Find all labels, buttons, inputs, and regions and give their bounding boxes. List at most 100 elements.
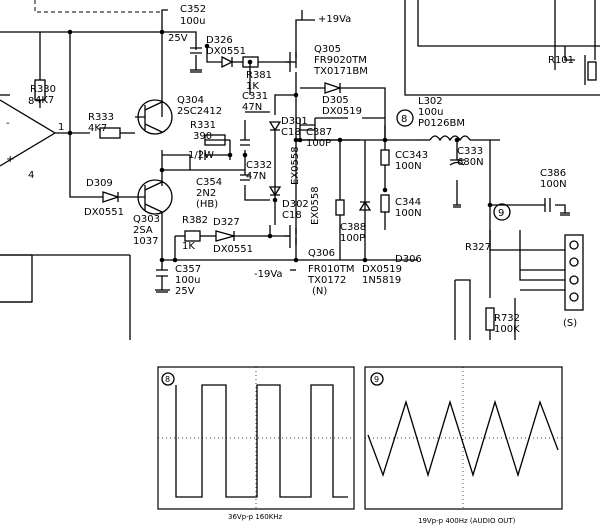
c357-rating: 25V <box>175 286 195 297</box>
d301-ref: D301 <box>281 116 308 127</box>
q305-ref: Q305 <box>314 44 341 55</box>
svg-text:9: 9 <box>498 208 504 219</box>
c331-value: 47N <box>242 102 262 113</box>
r732-body <box>485 307 495 331</box>
resistors <box>34 56 597 331</box>
wiring <box>0 0 596 340</box>
d305-ref: D305 <box>322 95 349 106</box>
test-point-8: 8 <box>396 109 414 127</box>
scope-8-label: 8 <box>165 375 170 384</box>
c332-value: 47N <box>246 171 266 182</box>
r381-body <box>242 56 259 68</box>
opamp-plus: + <box>6 154 14 165</box>
d305-part: DX0519 <box>322 106 362 117</box>
d306-part: DX0519 <box>362 264 402 275</box>
r333-ref: R333 <box>88 112 114 123</box>
r331-body <box>204 134 226 146</box>
r382-ref: R382 <box>182 215 208 226</box>
c386-value: 100N <box>540 179 567 190</box>
c343-ref: CC343 <box>395 150 428 161</box>
opamp-pin-4: 4 <box>28 170 34 181</box>
speaker-connector: (S) <box>563 234 584 329</box>
q306-ref: Q306 <box>308 248 335 259</box>
q306-part2: TX0172 <box>307 275 346 286</box>
r333-body <box>99 127 121 139</box>
ex0558-a-label: EX0558 <box>290 146 301 185</box>
c352-value: 100u <box>180 16 205 27</box>
r382-value: 1K <box>182 241 195 252</box>
scope-9-caption: 19Vp-p 400Hz (AUDIO OUT) <box>418 517 516 525</box>
c333-ref: C333 <box>457 146 483 157</box>
c357-value: 100u <box>175 275 200 286</box>
c388-ref: C388 <box>340 222 366 233</box>
r382-body <box>184 230 201 242</box>
mosfet-q305 <box>285 52 297 72</box>
d327-ref: D327 <box>213 217 240 228</box>
scope-8-waveform <box>175 384 348 498</box>
d302-part: C18 <box>282 210 302 221</box>
svg-text:8: 8 <box>401 114 407 125</box>
c387-value: 100P <box>306 138 331 149</box>
q303-part1: 2SA <box>133 225 153 236</box>
r333-value: 4K7 <box>88 123 107 134</box>
c354-ref: C354 <box>196 177 222 188</box>
speaker-terminal-label: (S) <box>563 318 577 329</box>
d309-part: DX0551 <box>84 207 124 218</box>
d309-ref: D309 <box>86 178 113 189</box>
r732-ref: R732 <box>494 313 520 324</box>
scope-9-waveform <box>367 399 559 478</box>
diodes <box>102 55 372 242</box>
component-labels: C352 100u 25V +19Va D326 DX0551 Q305 FR9… <box>30 4 574 335</box>
r331-value: 390 <box>193 131 212 142</box>
r101-body <box>587 61 597 81</box>
c331-ref: C331 <box>242 91 268 102</box>
c332-ref: C332 <box>246 160 272 171</box>
r331-ref: R331 <box>190 120 216 131</box>
c333-value: 680N <box>457 157 484 168</box>
opamp-symbol: 8 1 4 - + <box>0 96 64 181</box>
c386-ref: C386 <box>540 168 566 179</box>
d306-part2: 1N5819 <box>362 275 401 286</box>
test-point-9: 9 <box>493 203 511 221</box>
transistor-q303 <box>137 179 173 215</box>
c357-ref: C357 <box>175 264 201 275</box>
capacitors <box>156 47 551 277</box>
c352-rating: 25V <box>168 33 188 44</box>
d306-ref: D306 <box>395 254 422 265</box>
r327-ref: R327 <box>465 242 491 253</box>
r330-body <box>34 79 46 101</box>
ground-symbols <box>156 71 570 293</box>
c354-value: 2N2 <box>196 188 216 199</box>
q304-part: 2SC2412 <box>177 106 222 117</box>
d326-part: DX0551 <box>206 46 246 57</box>
opamp-minus: - <box>6 118 10 129</box>
c343-value: 100N <box>395 161 422 172</box>
q306-part1: FR010TM <box>308 264 355 275</box>
c354-note: (HB) <box>196 199 218 210</box>
d301-part: C18 <box>281 127 301 138</box>
opamp-pin-1: 1 <box>58 122 64 133</box>
r101-ref: R101 <box>548 55 574 66</box>
c344-ref: C344 <box>395 197 421 208</box>
l302-part: P0126BM <box>418 118 465 129</box>
l302-value: 100u <box>418 107 443 118</box>
opamp-pin-8: 8 <box>28 96 34 107</box>
r331-rating: 1/2W <box>188 150 214 161</box>
c387-ref: C387 <box>306 127 332 138</box>
scope-8-caption: 36Vp-p 160KHz <box>228 513 283 521</box>
d326-ref: D326 <box>206 35 233 46</box>
scope-9: 9 19Vp-p 400Hz (AUDIO OUT) <box>364 366 563 525</box>
q305-part1: FR9020TM <box>314 55 367 66</box>
q305-part2: TX0171BM <box>313 66 368 77</box>
q303-ref: Q303 <box>133 214 160 225</box>
c352-ref: C352 <box>180 4 206 15</box>
c344-value: 100N <box>395 208 422 219</box>
c388-value: 100P <box>340 233 365 244</box>
ex0558-b-label: EX0558 <box>310 186 321 225</box>
r330-value: 4K7 <box>35 95 54 106</box>
r381-value: 1K <box>246 81 259 92</box>
r381-ref: R381 <box>246 70 272 81</box>
supply-pos-label: +19Va <box>318 14 351 25</box>
mosfet-q306 <box>284 225 297 248</box>
